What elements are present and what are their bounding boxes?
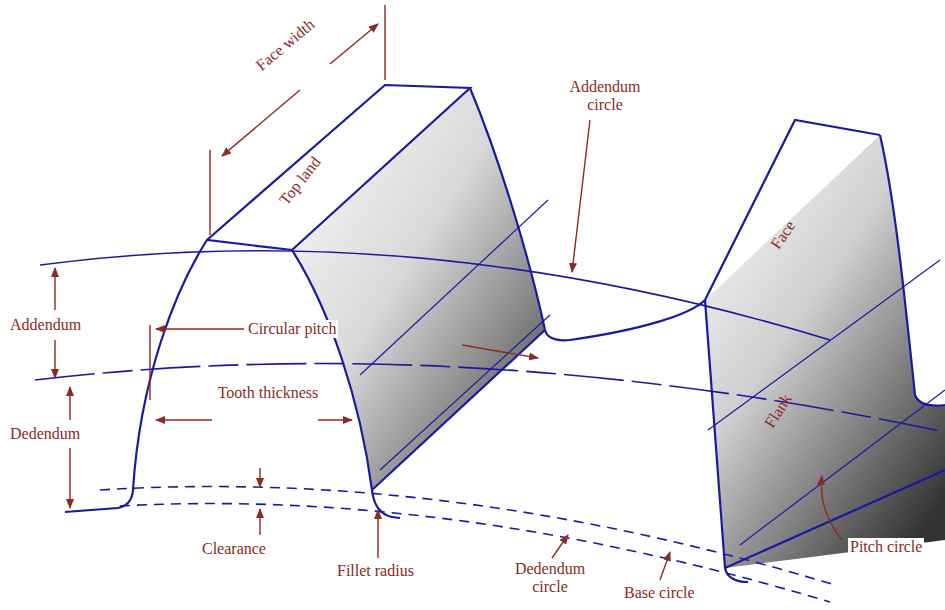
part-label: Clearance [200, 540, 268, 558]
part-label: Fillet radius [335, 562, 416, 580]
part-label: Dedendum [8, 425, 82, 443]
part-label: Pitch circle [848, 538, 924, 556]
part-label: Base circle [622, 584, 697, 602]
part-label: Face width [251, 14, 320, 76]
part-label: Dedendum circle [500, 560, 600, 596]
part-label: Circular pitch [246, 320, 338, 338]
part-label: Tooth thickness [214, 384, 322, 402]
part-label: Top land [276, 153, 325, 208]
part-label: Addendum [8, 316, 83, 334]
part-label: Addendum circle [548, 78, 662, 114]
